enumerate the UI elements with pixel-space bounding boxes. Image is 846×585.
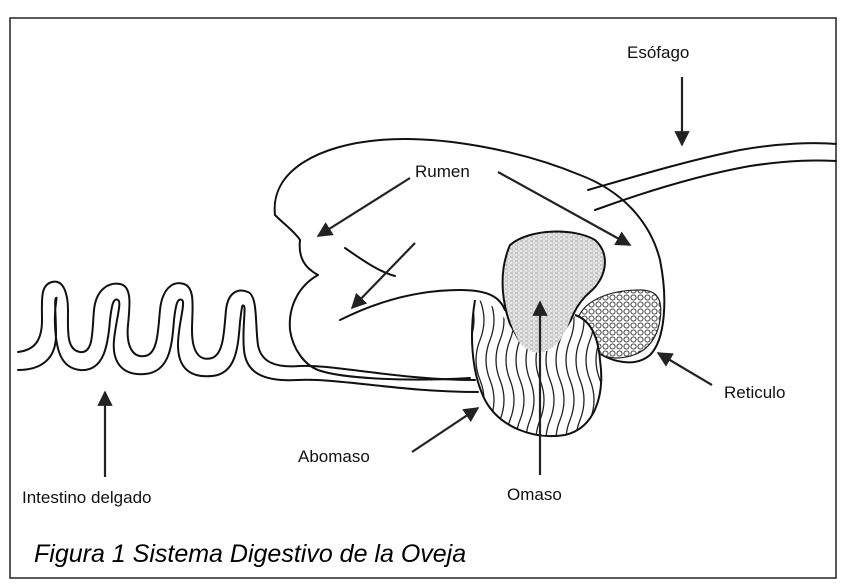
arrow-abomaso xyxy=(412,408,478,452)
label-omaso: Omaso xyxy=(507,485,562,504)
label-reticulo: Reticulo xyxy=(724,383,785,402)
label-esofago: Esófago xyxy=(627,43,689,62)
figure-caption: Figura 1 Sistema Digestivo de la Oveja xyxy=(34,540,466,568)
arrow-rumen-left xyxy=(318,178,410,236)
esophagus-shape xyxy=(588,143,836,210)
small-intestine-shape xyxy=(18,282,478,392)
arrow-rumen-inner xyxy=(352,243,415,308)
arrows xyxy=(105,77,712,477)
label-intestino: Intestino delgado xyxy=(22,488,152,507)
label-rumen: Rumen xyxy=(415,162,470,181)
label-abomaso: Abomaso xyxy=(298,447,370,466)
arrow-reticulo xyxy=(658,353,712,385)
